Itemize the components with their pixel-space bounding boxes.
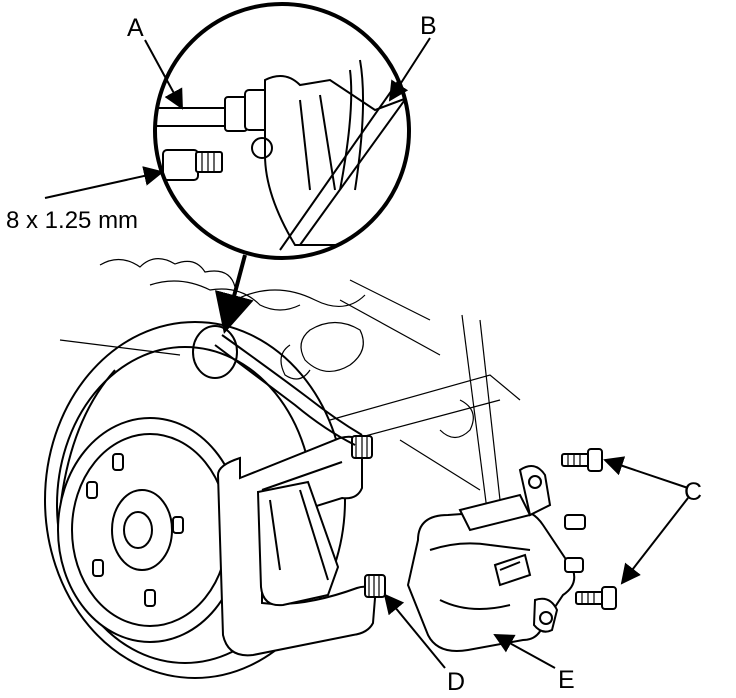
label-A: A [127, 14, 144, 42]
label-B: B [420, 12, 437, 40]
caliper-bolt-lower [575, 586, 617, 610]
bolt-size-spec: 8 x 1.25 mm [6, 207, 138, 234]
guide-pin-upper [351, 435, 373, 459]
guide-pin-D [364, 574, 386, 598]
wheel-studs [86, 453, 184, 607]
brake-rotor [44, 321, 346, 679]
caliper-E [406, 465, 586, 652]
label-C: C [684, 478, 702, 506]
suspension-background [59, 258, 521, 511]
caliper-bolt-upper [561, 448, 603, 472]
label-D: D [447, 668, 465, 696]
leader-lines [44, 37, 689, 669]
caliper-bracket [216, 435, 377, 657]
brake-hose [192, 325, 363, 446]
label-E: E [558, 666, 575, 694]
magnified-detail [153, 2, 411, 334]
